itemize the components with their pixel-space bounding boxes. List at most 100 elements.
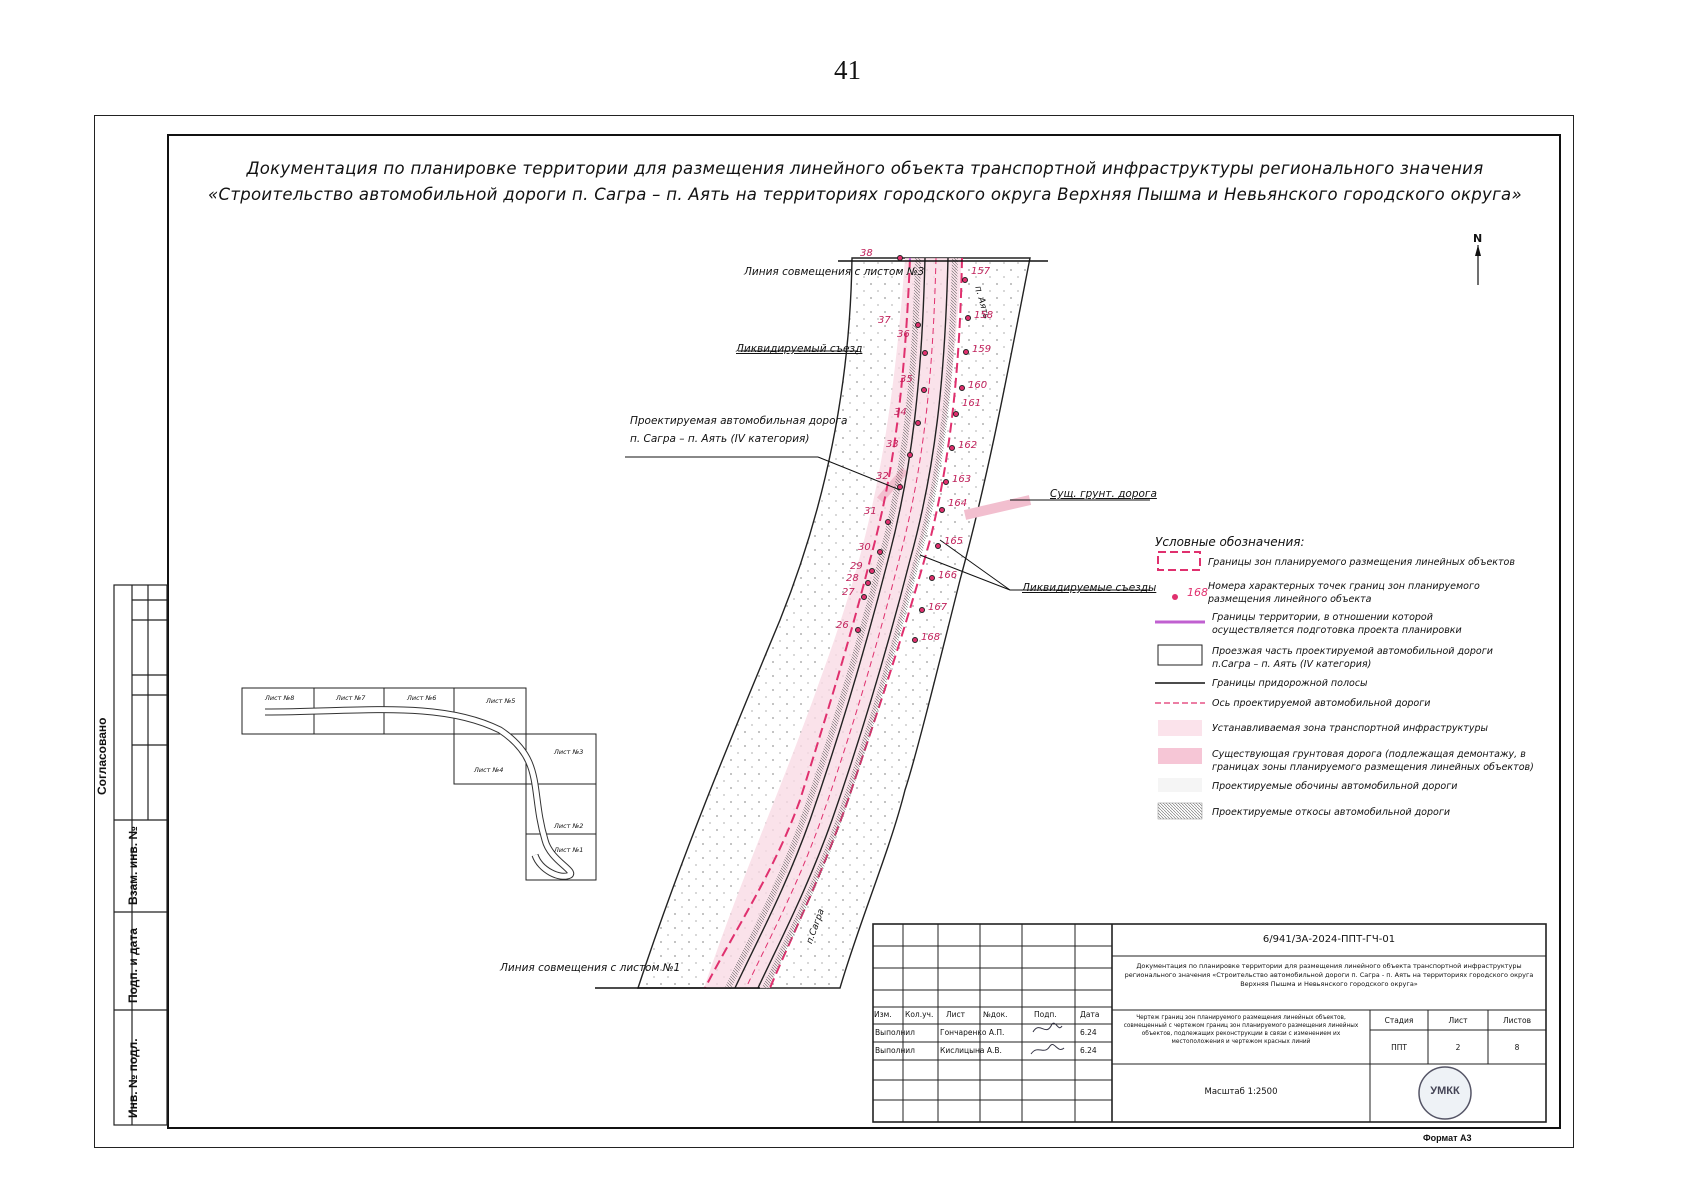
row-1-date: 6.24 xyxy=(1080,1028,1097,1037)
right-point-marker xyxy=(949,445,955,451)
project-description: Документация по планировке территории дл… xyxy=(1124,962,1534,988)
key-sheet-8: Лист №8 xyxy=(265,694,295,702)
right-point-label: 160 xyxy=(968,380,988,391)
title-block-grid xyxy=(872,923,1547,1123)
legend-item-slopes: Проектируемые откосы автомобильной дорог… xyxy=(1212,807,1451,818)
sheets-header: Листов xyxy=(1502,1016,1531,1025)
territory-band xyxy=(637,257,1031,989)
left-point-label: 38 xyxy=(860,248,873,259)
left-point-marker xyxy=(897,484,903,490)
right-point-label: 168 xyxy=(921,632,941,643)
legend-item-axis: Ось проектируемой автомобильной дороги xyxy=(1212,698,1431,709)
right-point-marker xyxy=(959,385,965,391)
stamp-inv-replace: Взам. инв. № xyxy=(126,826,140,905)
road-label-2: п. Сагра – п. Аять (IV категория) xyxy=(630,433,810,445)
drawing-title: Документация по планировке территории дл… xyxy=(180,156,1550,208)
right-point-label: 162 xyxy=(958,440,978,451)
left-point-label: 35 xyxy=(900,374,913,385)
left-point-marker xyxy=(915,420,921,426)
removed-exits-label: Ликвидируемые съезды xyxy=(1022,582,1157,594)
drawing-frame xyxy=(167,134,1561,1129)
sheet-value: 2 xyxy=(1455,1043,1461,1052)
row-2-name: Кислицына А.В. xyxy=(940,1046,1002,1055)
row-1-name: Гончаренко А.П. xyxy=(940,1028,1005,1037)
right-point-label: 165 xyxy=(944,536,964,547)
left-point-label: 30 xyxy=(858,542,871,553)
left-point-marker xyxy=(885,519,891,525)
junction-bottom-label: Линия совмещения с листом №1 xyxy=(500,962,681,974)
left-point-marker xyxy=(915,322,921,328)
left-point-marker xyxy=(865,580,871,586)
signatures xyxy=(1030,1022,1065,1055)
stamp-sign-date: Подп. и дата xyxy=(126,928,140,1003)
stage-header: Стадия xyxy=(1384,1016,1414,1025)
sheet-header: Лист xyxy=(1448,1016,1468,1025)
left-point-label: 36 xyxy=(897,329,910,340)
company-logo: УМКК xyxy=(1430,1085,1460,1097)
row-1-role: Выполнил xyxy=(875,1028,915,1037)
left-point-label: 34 xyxy=(894,407,907,418)
key-sheet-7: Лист №7 xyxy=(336,694,366,702)
right-point-marker xyxy=(953,411,959,417)
legend-item-zone-boundary: Границы зон планируемого размещения лине… xyxy=(1208,557,1515,568)
existing-road-label: Сущ. грунт. дорога xyxy=(1050,488,1157,500)
legend-item-roadside-strip: Границы придорожной полосы xyxy=(1212,678,1368,689)
row-2-role: Выполнил xyxy=(875,1046,915,1055)
header-date: Дата xyxy=(1080,1010,1100,1019)
road-edge-left xyxy=(734,257,926,989)
left-point-marker xyxy=(855,627,861,633)
right-point-marker xyxy=(939,507,945,513)
legend-title: Условные обозначения: xyxy=(1155,535,1305,549)
right-point-label: 163 xyxy=(952,474,972,485)
left-point-label: 28 xyxy=(846,573,859,584)
key-sheet-4: Лист №4 xyxy=(474,766,504,774)
right-point-label: 158 xyxy=(974,310,994,321)
right-point-marker xyxy=(935,543,941,549)
drawing-code: 6/941/ЗА-2024-ППТ-ГЧ-01 xyxy=(1262,934,1396,945)
header-sheet: Лист xyxy=(946,1010,966,1019)
row-2-date: 6.24 xyxy=(1080,1046,1097,1055)
key-sheet-2: Лист №2 xyxy=(554,822,584,830)
legend-item-point-numbers: Номера характерных точек границ зон план… xyxy=(1208,581,1480,605)
stamp-inv-original: Инв. № подл. xyxy=(126,1038,140,1118)
left-point-label: 31 xyxy=(864,506,877,517)
stamp-agreed: Согласовано xyxy=(95,717,109,795)
removed-exit-label: Ликвидируемый съезд xyxy=(736,343,863,355)
right-point-label: 166 xyxy=(938,570,958,581)
road-label-1: Проектируемая автомобильная дорога xyxy=(630,415,848,427)
left-point-marker xyxy=(907,452,913,458)
right-point-label: 161 xyxy=(962,398,982,409)
left-point-marker xyxy=(877,549,883,555)
drawing-name: Чертеж границ зон планируемого размещени… xyxy=(1123,1015,1359,1045)
junction-top-label: Линия совмещения с листом №3 xyxy=(744,266,925,278)
left-point-label: 32 xyxy=(876,471,889,482)
outer-frame xyxy=(94,115,1574,1148)
legend-item-transport-zone: Устанавливаемая зона транспортной инфрас… xyxy=(1212,723,1488,734)
road-edge-right xyxy=(757,257,949,989)
legend-item-territory: Границы территории, в отношении которой … xyxy=(1212,612,1462,636)
right-point-label: 164 xyxy=(948,498,968,509)
left-point-label: 29 xyxy=(850,561,863,572)
key-sheet-5: Лист №5 xyxy=(486,697,516,705)
left-point-marker xyxy=(869,568,875,574)
left-point-label: 27 xyxy=(842,587,855,598)
header-sign: Подп. xyxy=(1034,1010,1057,1019)
left-point-marker xyxy=(861,594,867,600)
left-point-label: 37 xyxy=(878,315,891,326)
right-point-marker xyxy=(912,637,918,643)
right-point-marker xyxy=(943,479,949,485)
sheets-value: 8 xyxy=(1514,1043,1520,1052)
right-point-marker xyxy=(919,607,925,613)
legend-sample-number: 168 xyxy=(1187,586,1208,599)
right-point-label: 167 xyxy=(928,602,948,613)
right-point-marker xyxy=(965,315,971,321)
right-point-marker xyxy=(962,277,968,283)
left-point-marker xyxy=(897,255,903,261)
key-sheet-1: Лист №1 xyxy=(554,846,584,854)
right-point-marker xyxy=(929,575,935,581)
stage-value: ППТ xyxy=(1391,1043,1407,1052)
left-point-label: 33 xyxy=(886,439,899,450)
scale: Масштаб 1:2500 xyxy=(1204,1087,1278,1097)
legend-item-ground-road: Существующая грунтовая дорога (подлежаща… xyxy=(1212,749,1534,773)
